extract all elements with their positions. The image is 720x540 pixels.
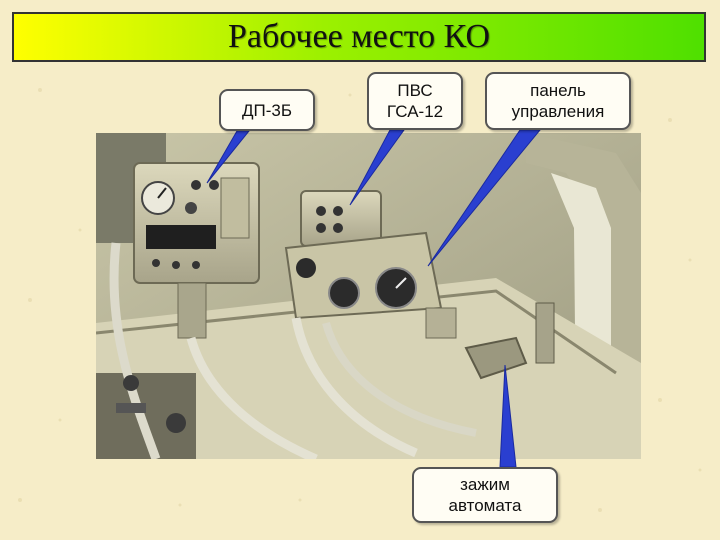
callout-rifle-clamp: зажим автомата [412, 467, 558, 523]
callout-pvs-gsa12: ПВС ГСА-12 [367, 72, 463, 130]
title-bar: Рабочее место КО [12, 12, 706, 62]
slide-title: Рабочее место КО [227, 18, 491, 55]
cockpit-photo [96, 133, 641, 459]
callout-control-panel: панель управления [485, 72, 631, 130]
callout-dp3b: ДП-3Б [219, 89, 315, 131]
